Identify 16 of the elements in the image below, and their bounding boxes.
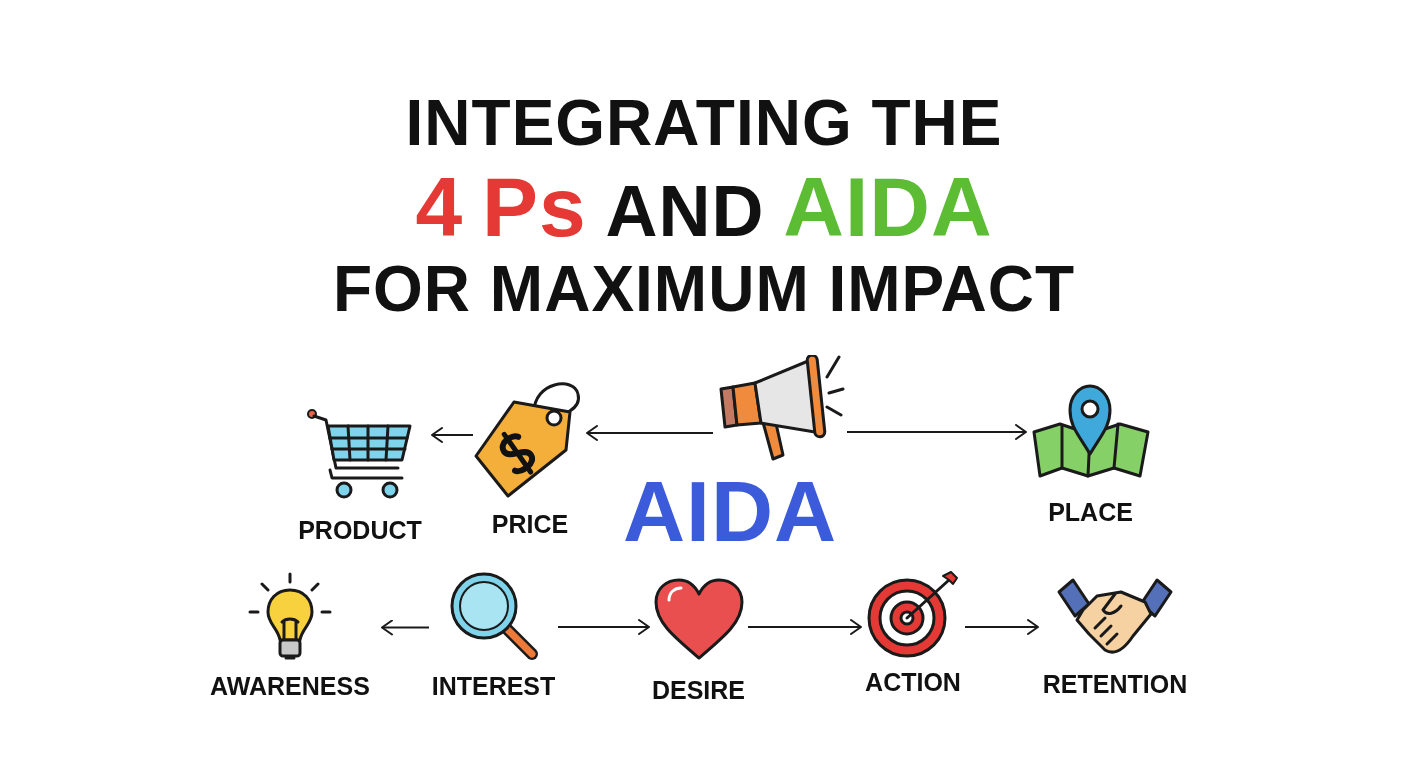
arrow	[747, 619, 862, 635]
arrow	[964, 619, 1039, 635]
stage-label: PLACE	[1048, 498, 1133, 527]
stage-label: PRODUCT	[298, 516, 422, 545]
stage-label: AWARENESS	[210, 672, 370, 701]
stage-label: RETENTION	[1042, 670, 1188, 699]
stage-label: INTEREST	[431, 672, 556, 701]
arrow	[381, 619, 430, 636]
stage-label: PRICE	[491, 510, 569, 539]
stage-label: DESIRE	[651, 676, 746, 705]
arrow	[586, 425, 714, 441]
title: INTEGRATING THE 4 Ps AND AIDA FOR MAXIMUM IMPACT	[331, 88, 1077, 326]
arrow	[846, 424, 1027, 440]
stage-label: ACTION	[865, 668, 961, 697]
arrow	[557, 619, 650, 635]
arrow	[431, 427, 474, 443]
